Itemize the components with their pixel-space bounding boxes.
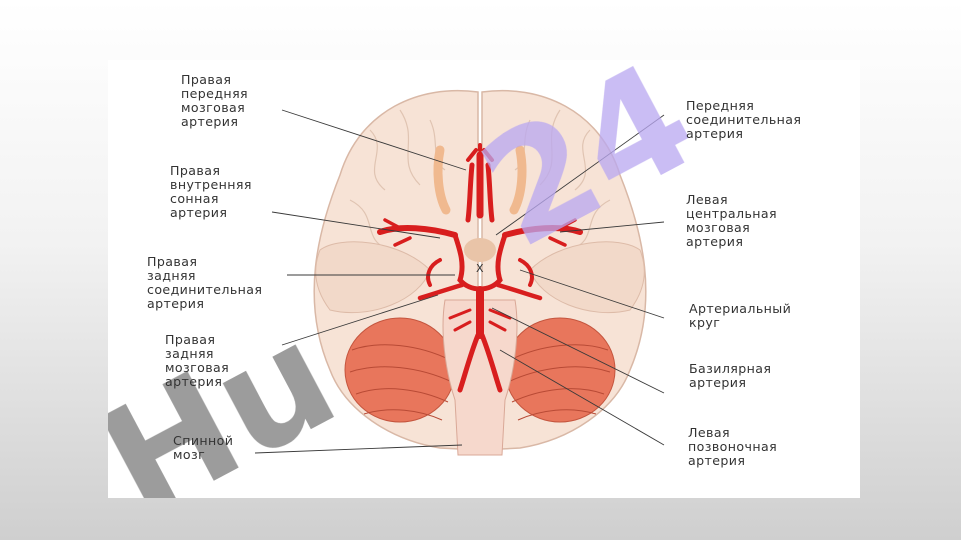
label-basilar-artery: Базилярная артерия (689, 361, 772, 390)
leader-lines (254, 109, 665, 454)
optic-chiasm-mark: X (476, 262, 484, 275)
label-left-middle-cerebral-artery: Левая центральная мозговая артерия (686, 192, 778, 249)
label-spinal-cord: Спинной мозг (173, 433, 234, 462)
brainstem (442, 299, 518, 456)
label-arterial-circle: Артериальный круг (689, 301, 792, 330)
label-anterior-communicating-artery: Передняя соединительная артерия (686, 98, 802, 141)
label-right-anterior-cerebral-artery: Правая передняя мозговая артерия (181, 72, 249, 129)
label-right-internal-carotid-artery: Правая внутренняя сонная артерия (170, 163, 252, 220)
label-left-vertebral-artery: Левая позвоночная артерия (688, 425, 778, 468)
brain-illustration (313, 89, 647, 456)
arteries (377, 143, 583, 393)
cerebellum (344, 317, 616, 423)
label-right-posterior-communicating-artery: Правая задняя соединительная артерия (147, 254, 263, 311)
label-right-posterior-cerebral-artery: Правая задняя мозговая артерия (165, 332, 230, 389)
